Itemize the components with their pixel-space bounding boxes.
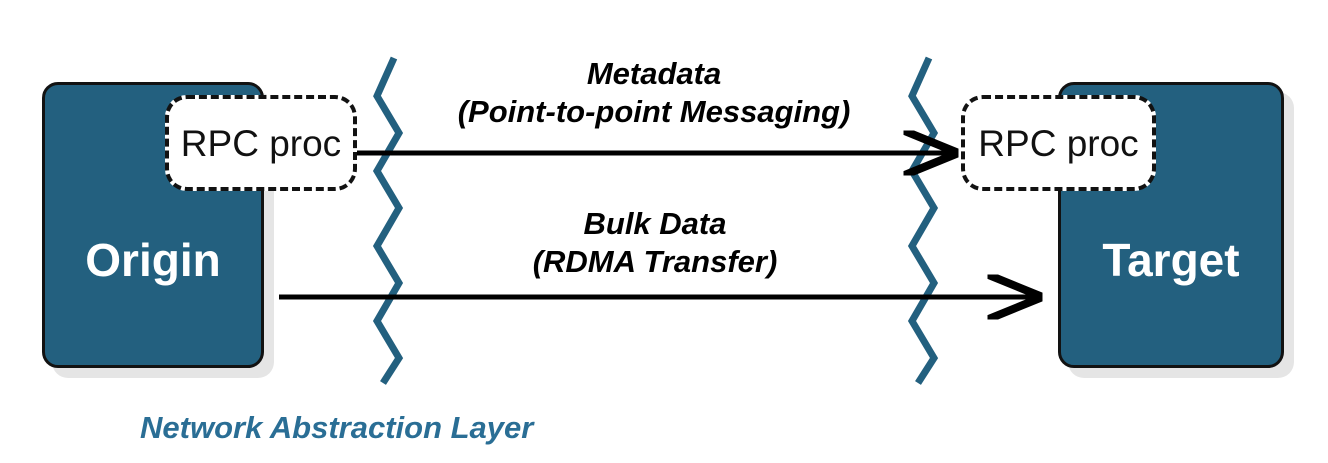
bulk-data-channel-label: Bulk Data (RDMA Transfer) (400, 205, 910, 281)
node-target-label: Target (1102, 234, 1240, 286)
rpc-proc-origin-label: RPC proc (180, 122, 342, 164)
rpc-proc-origin[interactable]: RPC proc (165, 95, 357, 191)
node-target[interactable]: Target (1058, 82, 1284, 368)
node-origin-label: Origin (85, 234, 221, 286)
metadata-label-line1: Metadata (586, 56, 722, 91)
metadata-label-line2: (Point-to-point Messaging) (457, 94, 851, 129)
bulk-label-line2: (RDMA Transfer) (532, 244, 778, 279)
bulk-label-line1: Bulk Data (583, 206, 727, 241)
network-abstraction-layer-caption: Network Abstraction Layer (140, 410, 534, 445)
rpc-proc-target-label: RPC proc (978, 122, 1139, 164)
metadata-channel-label: Metadata (Point-to-point Messaging) (364, 55, 944, 131)
rpc-proc-target[interactable]: RPC proc (961, 95, 1156, 191)
